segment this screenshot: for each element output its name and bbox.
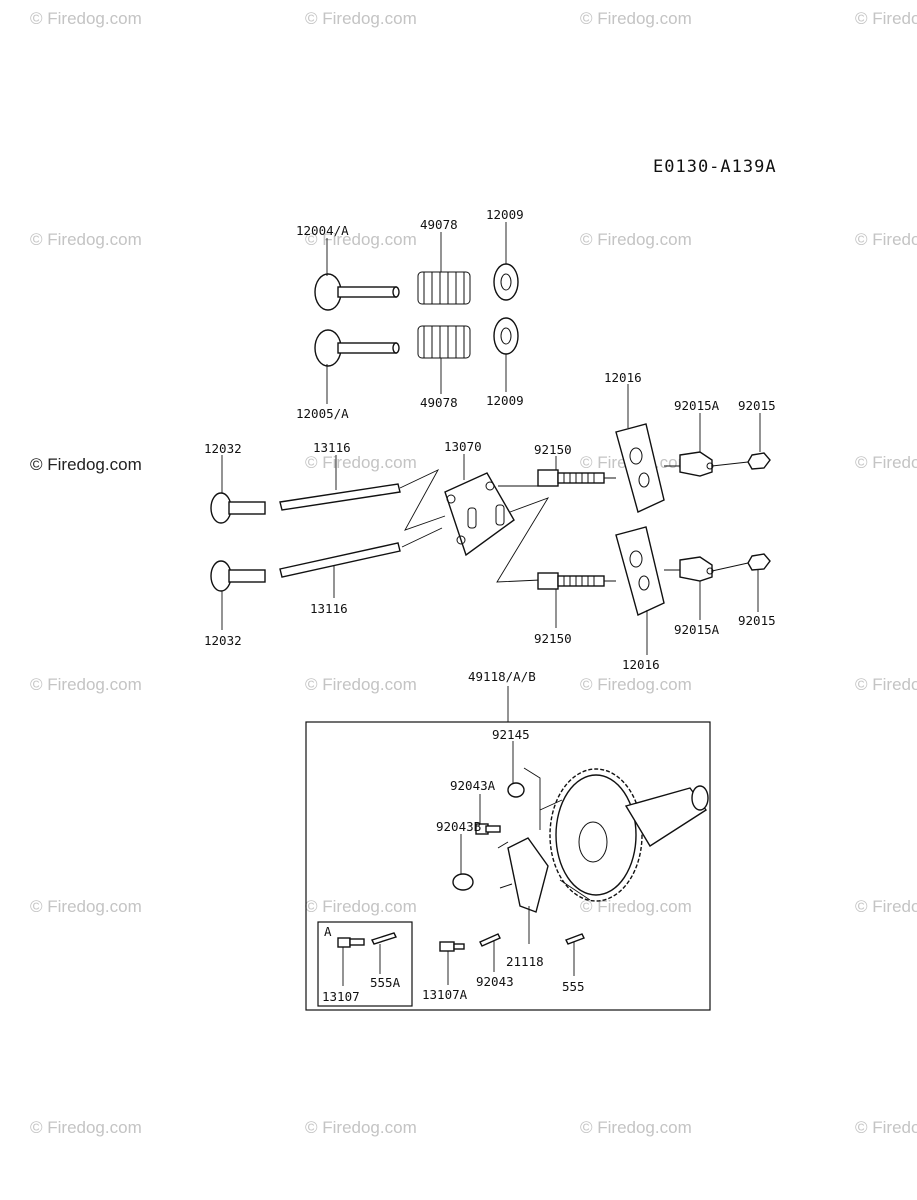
- washer-icon: [507, 782, 525, 798]
- watermark: © Firedog.com: [30, 1118, 142, 1137]
- watermark: © Firedog.com: [580, 230, 692, 249]
- diagram-code: E0130-A139A: [653, 157, 777, 177]
- watermark: © Firedog.com: [305, 897, 417, 916]
- pin-icon: [439, 941, 465, 952]
- guide-plate-icon: [444, 472, 515, 557]
- valve-icon: [314, 273, 400, 311]
- part-label: 13107A: [422, 987, 468, 1002]
- watermark: © Firedog.com: [580, 9, 692, 28]
- watermark: © Firedog.com: [855, 1118, 917, 1137]
- watermark: © Firedog.com: [855, 453, 917, 472]
- watermark: © Firedog.com: [580, 675, 692, 694]
- push-rod-icon: [279, 542, 401, 578]
- watermark: © Firedog.com: [30, 897, 142, 916]
- tappet-icon: [210, 492, 266, 524]
- watermark: © Firedog.com: [855, 897, 917, 916]
- tappet-icon: [210, 560, 266, 592]
- part-label: 12009: [486, 393, 524, 408]
- part-label: 49118/A/B: [468, 669, 536, 684]
- part-label: 92150: [534, 442, 572, 457]
- part-label: 12016: [604, 370, 642, 385]
- rocker-arm-icon: [615, 423, 665, 513]
- part-label: 12005/A: [296, 406, 349, 421]
- pin-icon: [337, 937, 365, 948]
- part-label: 21118: [506, 954, 544, 969]
- part-label: 13116: [313, 440, 351, 455]
- camshaft-gear-icon: [549, 768, 709, 902]
- watermark: © Firedog.com: [855, 230, 917, 249]
- watermark: © Firedog.com: [305, 9, 417, 28]
- valve-spring-icon: [417, 271, 471, 305]
- push-rod-icon: [279, 483, 401, 511]
- watermark: © Firedog.com: [30, 9, 142, 28]
- camshaft-assembly-box: [305, 721, 711, 1011]
- watermark: © Firedog.com: [30, 675, 142, 694]
- part-label: 12004/A: [296, 223, 349, 238]
- part-label: 92043: [476, 974, 514, 989]
- watermark: © Firedog.com: [305, 1118, 417, 1137]
- nut-icon: [679, 451, 771, 477]
- part-label: 92015A: [674, 398, 720, 413]
- part-label: 49078: [420, 395, 458, 410]
- part-label: 92015A: [674, 622, 720, 637]
- part-label: 92043B: [436, 819, 481, 834]
- watermark: © Firedog.com: [305, 453, 417, 472]
- watermark: © Firedog.com: [30, 230, 142, 249]
- part-label: 555A: [370, 975, 401, 990]
- nut-icon: [679, 553, 771, 582]
- inset-a-box: [317, 921, 413, 1007]
- washer-icon: [452, 873, 474, 891]
- watermark: © Firedog.com: [855, 9, 917, 28]
- adjusting-screw-icon: [537, 469, 605, 487]
- inset-label: A: [324, 924, 332, 939]
- watermark: © Firedog.com: [580, 897, 692, 916]
- watermark: © Firedog.com: [30, 455, 142, 474]
- part-label: 92043A: [450, 778, 496, 793]
- pin-icon: [479, 933, 501, 947]
- spring-retainer-icon: [493, 263, 519, 301]
- pin-icon: [565, 933, 585, 945]
- adjusting-screw-icon: [537, 572, 605, 590]
- pin-icon: [475, 823, 501, 835]
- spring-retainer-icon: [493, 317, 519, 355]
- watermark: © Firedog.com: [580, 1118, 692, 1137]
- part-label: 13116: [310, 601, 348, 616]
- watermark: © Firedog.com: [305, 230, 417, 249]
- watermark: © Firedog.com: [305, 675, 417, 694]
- part-label: 555: [562, 979, 585, 994]
- part-label: 49078: [420, 217, 458, 232]
- pin-icon: [371, 932, 397, 945]
- valve-icon: [314, 329, 400, 367]
- watermark: © Firedog.com: [855, 675, 917, 694]
- watermarks: © Firedog.com © Firedog.com © Firedog.co…: [30, 9, 917, 1137]
- part-label: 13070: [444, 439, 482, 454]
- rocker-arm-icon: [615, 526, 665, 616]
- part-label: 92150: [534, 631, 572, 646]
- part-label: 12009: [486, 207, 524, 222]
- part-label: 12016: [622, 657, 660, 672]
- part-label: 92145: [492, 727, 530, 742]
- part-label: 92015: [738, 398, 776, 413]
- valve-spring-icon: [417, 325, 471, 359]
- part-label: 12032: [204, 633, 242, 648]
- governor-weight-icon: [497, 837, 549, 913]
- part-label: 92015: [738, 613, 776, 628]
- part-label: 12032: [204, 441, 242, 456]
- part-label: 13107: [322, 989, 360, 1004]
